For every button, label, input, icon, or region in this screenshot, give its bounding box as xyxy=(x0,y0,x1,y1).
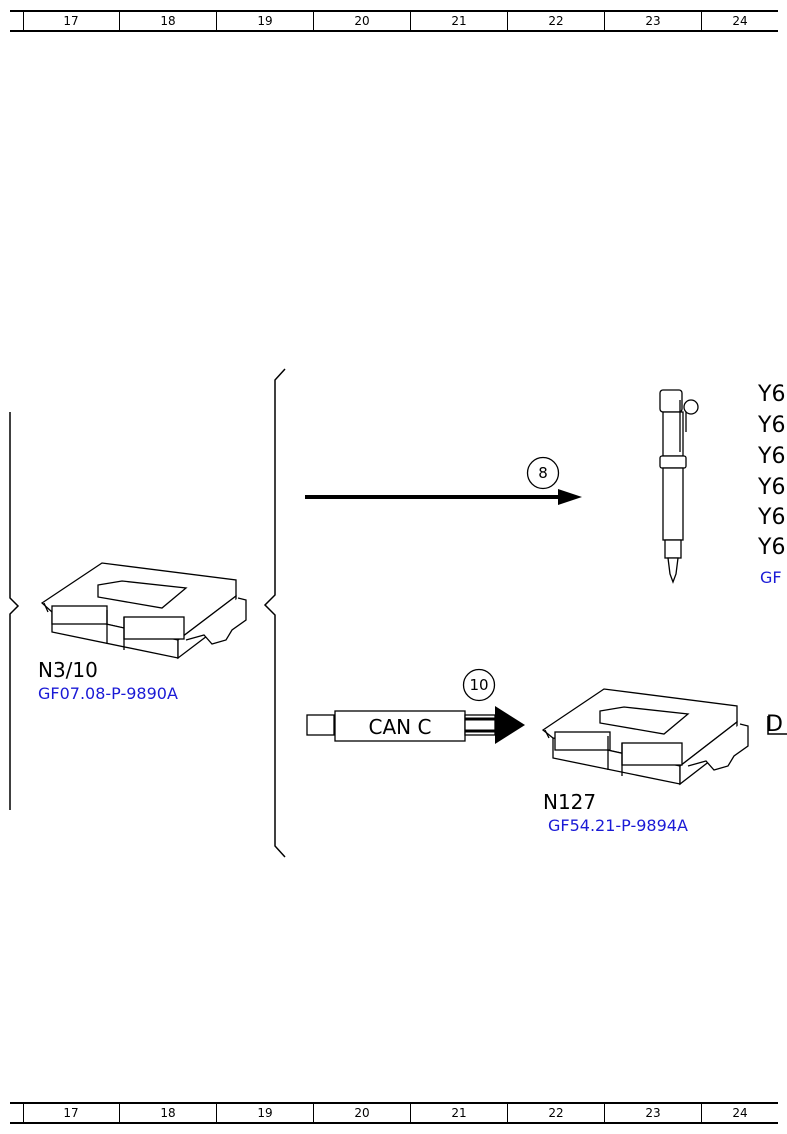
column-ruler-top: 17 18 19 20 21 22 23 24 xyxy=(10,10,778,32)
control-unit-n3-10-icon xyxy=(40,562,247,660)
n3-10-ref-link[interactable]: GF07.08-P-9890A xyxy=(38,684,178,703)
ruler-col-24: 24 xyxy=(732,14,748,28)
ruler-col-22: 22 xyxy=(508,1104,605,1122)
injector-ref-link[interactable]: GF xyxy=(760,568,782,587)
signal-8-circle xyxy=(526,456,560,490)
signal-8-number: 8 xyxy=(538,464,548,482)
ruler-col-24: 24 xyxy=(732,1106,748,1120)
ruler-col-18: 18 xyxy=(120,12,217,30)
can-c-bus-line xyxy=(306,706,525,744)
column-ruler-bottom: 17 18 19 20 21 22 23 24 xyxy=(10,1102,778,1124)
left-brace xyxy=(9,412,20,810)
ruler-margin-cell xyxy=(10,12,24,30)
signal-10-number: 10 xyxy=(469,676,489,694)
ruler-margin-cell xyxy=(10,1104,24,1122)
ruler-col-17: 17 xyxy=(23,1104,120,1122)
ruler-col-19: 19 xyxy=(217,12,314,30)
control-unit-n127-icon xyxy=(541,688,749,786)
ruler-col-19: 19 xyxy=(217,1104,314,1122)
edge-label-d: D xyxy=(766,712,783,737)
n127-label: N127 xyxy=(543,790,597,814)
ruler-col-18: 18 xyxy=(120,1104,217,1122)
signal-8-arrow xyxy=(305,489,582,505)
injector-label-2: Y6 xyxy=(758,413,786,438)
middle-brace xyxy=(263,368,286,858)
ruler-col-17: 17 xyxy=(23,12,120,30)
ruler-col-20: 20 xyxy=(314,1104,411,1122)
ruler-col-21: 21 xyxy=(411,1104,508,1122)
injector-label-6: Y6 xyxy=(758,535,786,560)
fuel-injector-icon xyxy=(659,389,699,584)
injector-label-5: Y6 xyxy=(758,505,786,530)
can-c-bus-label: CAN C xyxy=(368,715,432,739)
ruler-col-23: 23 xyxy=(605,1104,702,1122)
signal-10-circle xyxy=(462,668,496,702)
injector-label-3: Y6 xyxy=(758,444,786,469)
injector-label-1: Y6 xyxy=(758,382,786,407)
ruler-col-21: 21 xyxy=(411,12,508,30)
edge-connector-right xyxy=(767,716,787,735)
ruler-col-20: 20 xyxy=(314,12,411,30)
n127-ref-link[interactable]: GF54.21-P-9894A xyxy=(548,816,688,835)
n3-10-label: N3/10 xyxy=(38,658,98,682)
injector-label-4: Y6 xyxy=(758,475,786,500)
ruler-col-23: 23 xyxy=(605,12,702,30)
ruler-col-22: 22 xyxy=(508,12,605,30)
